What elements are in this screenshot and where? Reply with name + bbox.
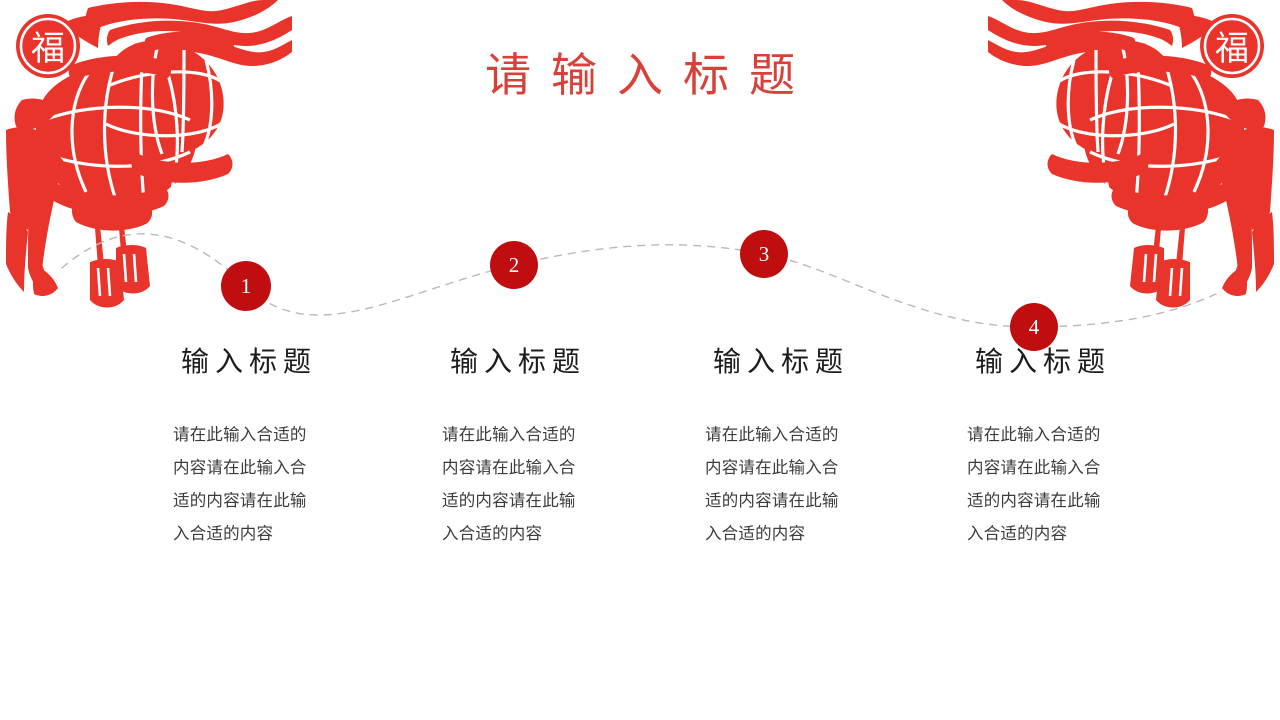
column-body-4: 请在此输入合适的内容请在此输入合适的内容请在此输入合适的内容 [967,425,1101,544]
step-number-3: 3 [758,241,770,266]
content-column-3: 输入标题 请在此输入合适的内容请在此输入合适的内容请在此输入合适的内容 [644,345,912,550]
step-marker-4[interactable]: 4 [1010,303,1058,351]
column-body-1: 请在此输入合适的内容请在此输入合适的内容请在此输入合适的内容 [173,425,307,544]
content-column-4: 输入标题 请在此输入合适的内容请在此输入合适的内容请在此输入合适的内容 [906,345,1174,550]
column-title-4: 输入标题 [974,347,1111,378]
step-number-1: 1 [240,273,252,298]
step-marker-1[interactable]: 1 [221,261,271,311]
content-columns: 输入标题 请在此输入合适的内容请在此输入合适的内容请在此输入合适的内容 输入标题… [0,345,1280,625]
column-title-3: 输入标题 [712,347,849,378]
content-column-1: 输入标题 请在此输入合适的内容请在此输入合适的内容请在此输入合适的内容 [112,345,380,550]
step-number-2: 2 [508,252,520,277]
step-marker-2[interactable]: 2 [490,241,538,289]
column-title-2: 输入标题 [449,347,586,378]
column-body-3: 请在此输入合适的内容请在此输入合适的内容请在此输入合适的内容 [705,425,839,544]
page-title: 请输入标题 [485,50,815,101]
column-title-1: 输入标题 [180,347,317,378]
step-number-4: 4 [1028,314,1040,339]
content-column-2: 输入标题 请在此输入合适的内容请在此输入合适的内容请在此输入合适的内容 [381,345,649,550]
step-marker-3[interactable]: 3 [740,230,788,278]
column-body-2: 请在此输入合适的内容请在此输入合适的内容请在此输入合适的内容 [442,425,576,544]
